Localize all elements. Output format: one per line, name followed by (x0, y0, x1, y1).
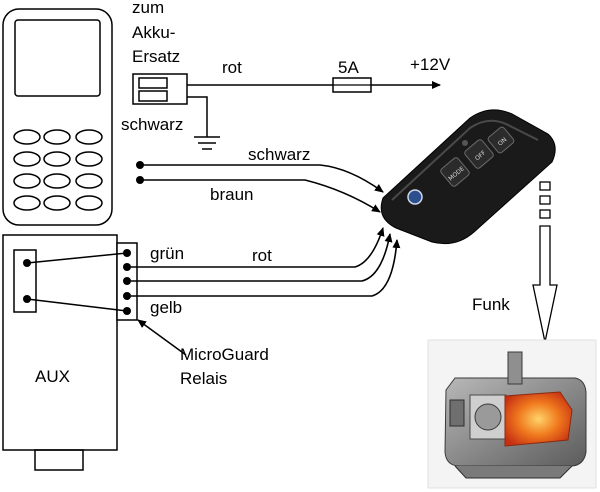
fuse-label: 5A (338, 58, 359, 77)
wire-label-black: schwarz (248, 145, 310, 164)
remote-button-off: OFF (464, 139, 494, 169)
wire-black (140, 164, 384, 193)
remote-button-on: ON (487, 126, 515, 154)
battery-label-line3: Ersatz (132, 47, 180, 66)
wire-label-green: grün (150, 244, 184, 263)
battery-label-line2: Akku- (132, 23, 175, 42)
relay-label-line2: Relais (180, 369, 227, 388)
remote-logo (407, 189, 423, 205)
relay-wires (131, 227, 401, 297)
aux-label: AUX (35, 367, 70, 386)
wire-label-red-top: rot (222, 58, 242, 77)
aux-box (2, 234, 118, 471)
relay-icon (23, 242, 138, 321)
wire-label-yellow: gelb (150, 298, 182, 317)
wire-brown (140, 179, 381, 213)
svg-text:ON: ON (497, 136, 509, 147)
ground-wire-label: schwarz (121, 115, 183, 134)
radio-label: Funk (472, 295, 510, 314)
phone-screen (14, 19, 101, 97)
battery-label-line1: zum (132, 0, 164, 17)
wire-label-brown: braun (210, 185, 253, 204)
connector-plug (132, 73, 188, 105)
radio-signal (532, 181, 558, 343)
heater-unit (427, 339, 597, 489)
remote-button-mode: MODE (440, 157, 470, 187)
phone-device (2, 8, 113, 226)
supply-label: +12V (410, 55, 451, 74)
wire-label-red: rot (252, 246, 272, 265)
relay-label-line1: MicroGuard (180, 345, 269, 364)
relay-pointer-arrow (137, 319, 187, 356)
remote-control: MODE OFF ON (380, 109, 556, 245)
ground-icon (187, 96, 220, 150)
phone-keypad (13, 129, 103, 211)
